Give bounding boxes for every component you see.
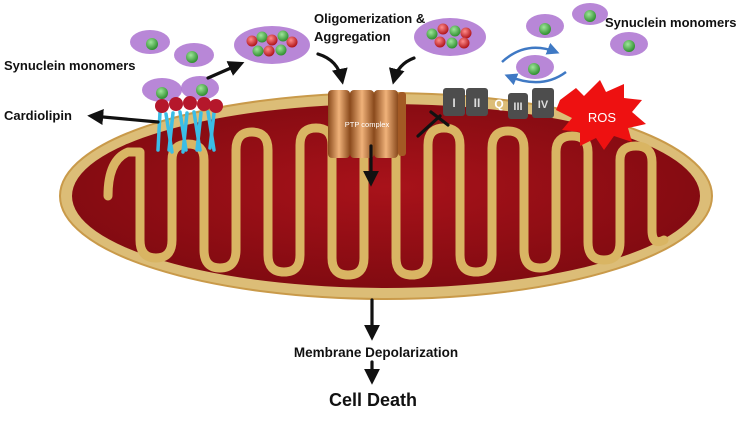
ptp-complex-label: PTP complex — [345, 120, 390, 129]
synuclein-monomer — [181, 76, 219, 100]
arrow-to-cardiolipin — [87, 109, 160, 125]
complex-iii-label: III — [513, 101, 522, 113]
synuclein-monomers-right-label: Synuclein monomers — [605, 15, 736, 30]
arrow-monomer-to-aggregate — [206, 61, 245, 80]
synuclein-monomer — [526, 14, 564, 38]
ros-burst: ROS — [556, 80, 646, 150]
synuclein-monomers-left-label: Synuclein monomers — [4, 58, 135, 73]
cardiolipin-label: Cardiolipin — [4, 108, 72, 123]
synuclein-monomer — [142, 78, 182, 102]
membrane-depolarization-label: Membrane Depolarization — [294, 345, 458, 360]
arrow-aggregate-to-ptp-right — [388, 56, 416, 85]
complex-ii-label: II — [474, 96, 481, 110]
quinone-label: Q — [494, 97, 503, 111]
synuclein-monomer — [516, 55, 554, 79]
synuclein-monomer — [610, 32, 648, 56]
cardiolipin-tails — [156, 110, 216, 154]
matrix — [72, 104, 700, 288]
synuclein-monomer — [174, 43, 214, 67]
synuclein-aggregate-right — [414, 18, 486, 56]
synuclein-monomer — [572, 3, 608, 25]
synuclein-monomers-left-cluster — [130, 30, 219, 102]
oligomerization-label-line1: Oligomerization & — [314, 11, 425, 26]
synuclein-monomer — [130, 30, 170, 54]
ros-star-icon — [556, 80, 646, 150]
complex-i-label: I — [452, 96, 455, 110]
ros-label: ROS — [588, 110, 617, 125]
cardiolipin-heads — [155, 96, 223, 113]
arrow-aggregate-to-ptp-left — [316, 52, 348, 85]
synuclein-aggregate-left — [234, 26, 310, 64]
electron-transport-chain: I II Q III IV — [443, 88, 554, 119]
arrows — [87, 52, 450, 385]
cardiolipin-cluster — [155, 96, 223, 154]
redox-cycle-icon — [501, 42, 567, 86]
complex-iv-label: IV — [538, 99, 549, 111]
cell-death-label: Cell Death — [329, 390, 417, 410]
inhibition-cap — [429, 110, 450, 127]
oligomerization-label-line2: Aggregation — [314, 29, 391, 44]
ptp-complex: PTP complex — [328, 90, 406, 158]
synuclein-monomers-right-cluster — [516, 3, 648, 79]
inhibition-bar-to-etc — [416, 114, 442, 138]
